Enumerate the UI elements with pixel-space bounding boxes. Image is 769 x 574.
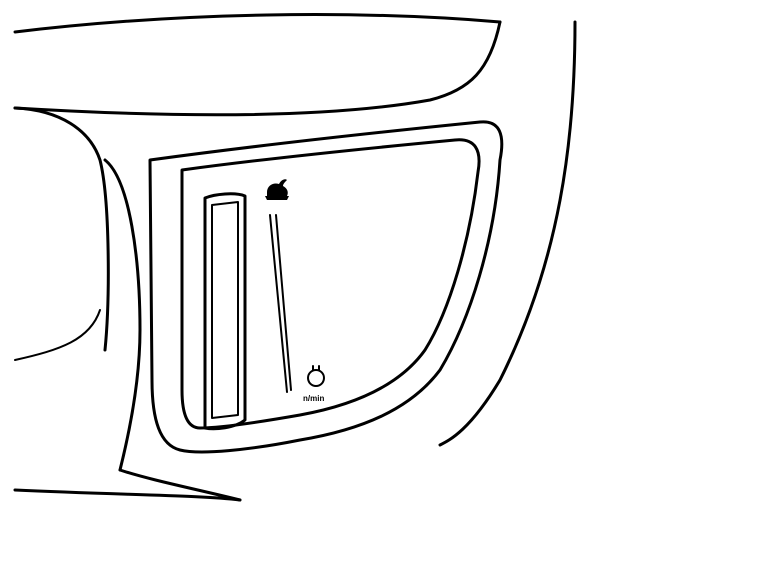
control-panel <box>148 120 504 454</box>
rabbit-icon <box>265 179 289 200</box>
speed-scale <box>269 214 292 393</box>
rpm-unit-label: n/min <box>303 394 325 403</box>
dashboard-housing <box>13 13 577 447</box>
throttle-slot <box>203 192 247 431</box>
engine-speed-icon <box>307 365 325 387</box>
seat-panel <box>13 158 242 502</box>
